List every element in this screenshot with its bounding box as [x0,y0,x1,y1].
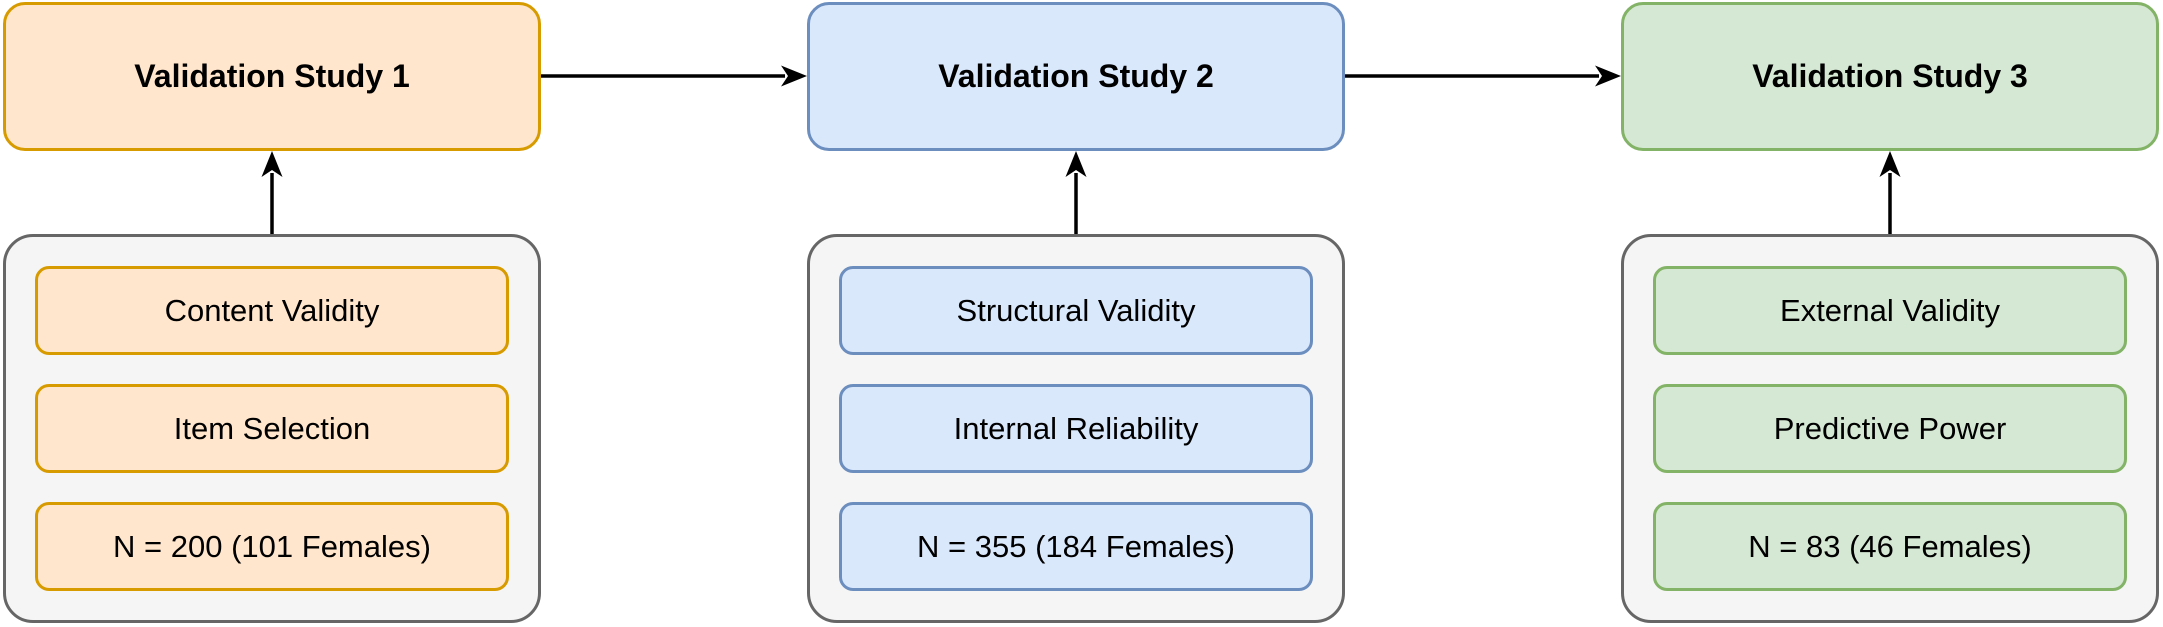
study-3-item-2: Predictive Power [1653,384,2127,473]
study-3-item-1-label: External Validity [1780,292,2000,328]
arrow-study2-to-study3 [1345,65,1621,87]
study-3-header-box: Validation Study 3 [1621,2,2159,151]
study-1-item-2: Item Selection [35,384,509,473]
up-arrow-connector-3 [1879,151,1901,235]
study-2-item-2: Internal Reliability [839,384,1313,473]
study-1-item-3-label: N = 200 (101 Females) [113,528,431,564]
up-arrow-connector-2 [1065,151,1087,235]
study-1-item-1: Content Validity [35,266,509,355]
study-3-item-2-label: Predictive Power [1773,410,2007,446]
study-1-column: Validation Study 1 Content Validity Item… [3,0,541,627]
study-2-item-3-label: N = 355 (184 Females) [917,528,1235,564]
study-2-column: Validation Study 2 Structural Validity I… [807,0,1345,627]
study-2-item-2-label: Internal Reliability [953,410,1199,446]
arrow-study1-to-study2 [541,65,807,87]
study-2-item-3: N = 355 (184 Females) [839,502,1313,591]
study-2-methods-group: Structural Validity Internal Reliability… [807,234,1345,623]
study-1-header-box: Validation Study 1 [3,2,541,151]
study-3-methods-group: External Validity Predictive Power N = 8… [1621,234,2159,623]
up-arrow-connector-1 [261,151,283,235]
study-3-item-3: N = 83 (46 Females) [1653,502,2127,591]
study-1-item-1-label: Content Validity [164,292,380,328]
study-3-item-1: External Validity [1653,266,2127,355]
study-2-title: Validation Study 2 [938,58,1214,94]
study-1-item-3: N = 200 (101 Females) [35,502,509,591]
study-1-title: Validation Study 1 [134,58,410,94]
study-3-title: Validation Study 3 [1752,58,2028,94]
study-3-item-3-label: N = 83 (46 Females) [1748,528,2032,564]
study-1-item-2-label: Item Selection [173,410,371,446]
study-2-item-1: Structural Validity [839,266,1313,355]
study-1-methods-group: Content Validity Item Selection N = 200 … [3,234,541,623]
study-3-column: Validation Study 3 External Validity Pre… [1621,0,2159,627]
study-2-item-1-label: Structural Validity [956,292,1196,328]
study-2-header-box: Validation Study 2 [807,2,1345,151]
